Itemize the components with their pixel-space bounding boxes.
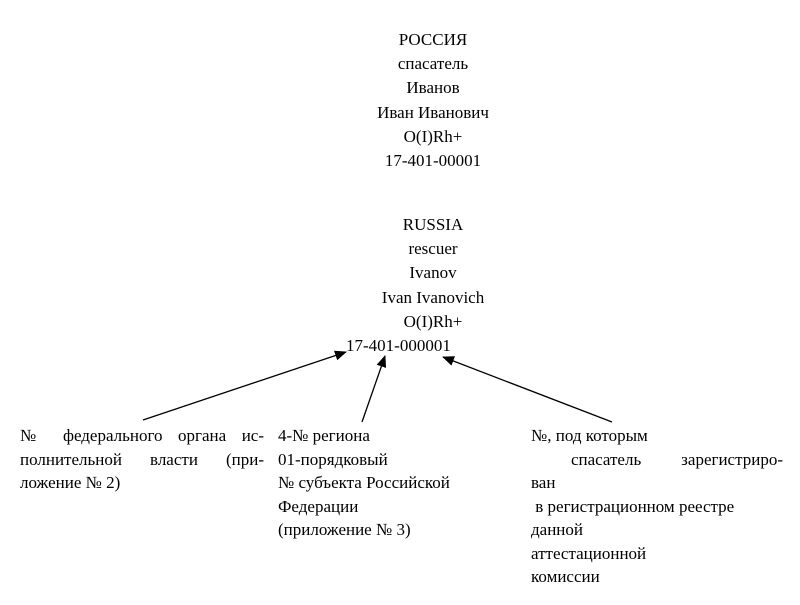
note-right-line: аттестационной <box>531 543 647 563</box>
country-ru: РОССИЯ <box>398 30 468 49</box>
note-right-line: данной <box>531 520 583 539</box>
blood-type-ru: O(I)Rh+ <box>403 126 463 146</box>
surname-en: Ivanov <box>409 263 457 283</box>
code-ru: 17-401-00001 <box>384 150 482 170</box>
arrow-registry-number <box>442 356 613 423</box>
note-mid-line: (приложение № 3) <box>278 520 411 539</box>
country-en: RUSSIA <box>402 215 464 234</box>
note-mid-line: № субъекта Российской <box>278 473 450 492</box>
title-ru: спасатель <box>397 54 469 74</box>
note-right-line: спасатель зарегистриро- <box>531 449 783 469</box>
name-en: Ivan Ivanovich <box>381 287 485 307</box>
code-en: 17-401-000001 <box>346 336 451 355</box>
note-mid-line: 4-№ региона <box>278 426 370 445</box>
surname-ru: Иванов <box>406 78 460 98</box>
arrow-federal-agency <box>142 350 347 421</box>
name-ru: Иван Иванович <box>377 102 489 122</box>
arrow-region <box>361 355 387 423</box>
note-right-line: ван <box>531 473 556 492</box>
note-left-line: ложение № 2) <box>20 473 121 492</box>
note-mid-line: 01-порядковый <box>278 449 388 469</box>
blood-type-en: O(I)Rh+ <box>403 311 463 331</box>
note-right-line: в регистрационном реестре <box>531 496 735 516</box>
note-registry-number: №, под которым спасатель зарегистриро- в… <box>531 424 783 589</box>
note-mid-line: Федерации <box>278 496 359 516</box>
title-en: rescuer <box>408 239 458 259</box>
russian-id-block: РОССИЯ спасатель Иванов Иван Иванович O(… <box>0 28 800 173</box>
note-region: 4-№ региона 01-порядковый № субъекта Рос… <box>278 424 518 542</box>
english-id-block: RUSSIA rescuer Ivanov Ivan Ivanovich O(I… <box>0 213 800 334</box>
note-left-line: полнительной власти (при- <box>20 449 264 469</box>
note-left-line: № федерального органа ис- <box>20 426 264 445</box>
note-right-line: №, под которым <box>531 426 648 445</box>
note-federal-agency: № федерального органа ис- полнительной в… <box>20 424 264 495</box>
note-right-line: комиссии <box>531 567 600 586</box>
